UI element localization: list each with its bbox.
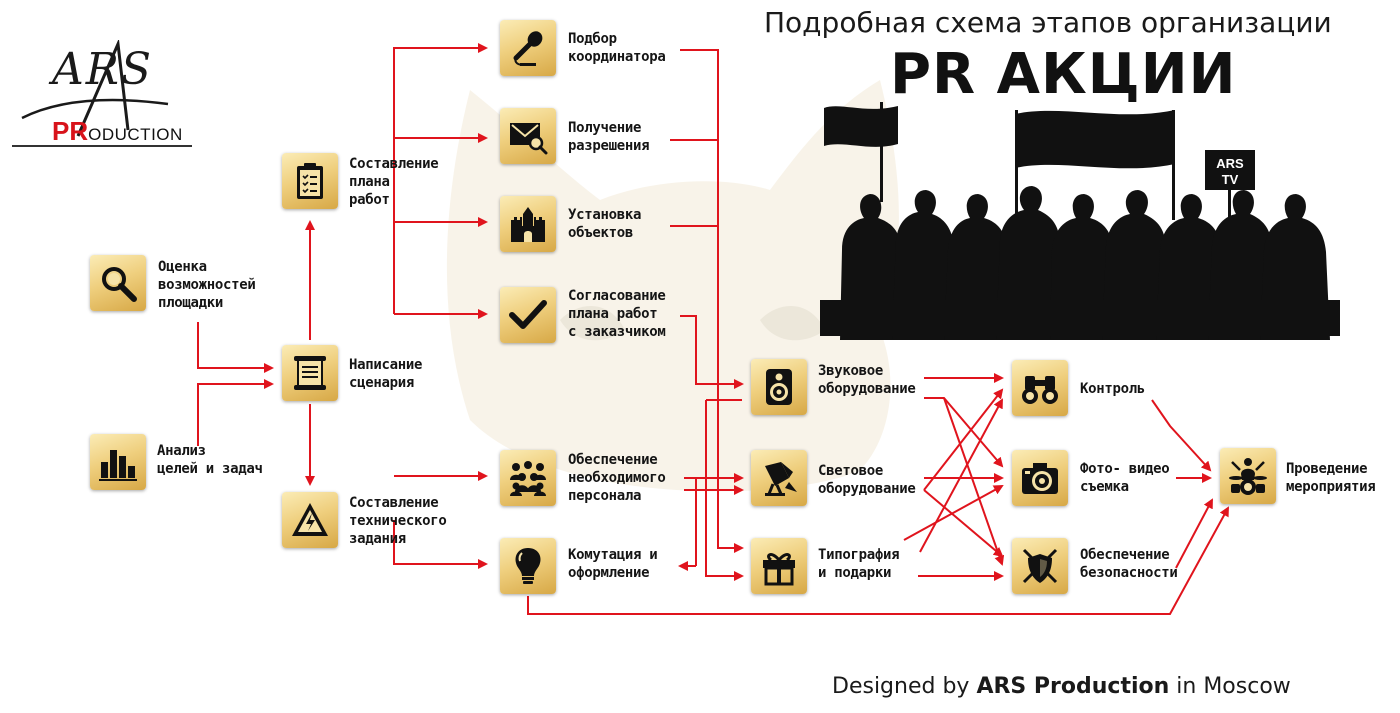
protest-crowd-silhouette: ARS TV (820, 102, 1340, 340)
arrow-trunk-main (680, 49, 744, 553)
arrow-tip-kontrol (919, 398, 1003, 553)
warning-icon (292, 503, 328, 536)
node-poluchenie (500, 108, 556, 164)
drummer-icon (1229, 458, 1267, 495)
logo-text: PRODUCTION (52, 116, 183, 147)
label-podbor: Подбор координатора (568, 31, 666, 65)
microphone-icon (513, 31, 543, 66)
node-soglasovanie (500, 287, 556, 343)
node-analiz (90, 434, 146, 490)
arrow-zvuk-bezopasnost (943, 397, 1005, 566)
scroll-icon (294, 356, 326, 390)
label-obespechenie-personala: Обеспечение необходимого персонала (568, 452, 666, 504)
arrow-zvuk-foto (924, 397, 1004, 468)
speaker-icon (766, 369, 792, 405)
label-svetovoe: Световое оборудование (818, 463, 916, 497)
shield-swords-icon (1022, 548, 1058, 584)
label-komutatsiya: Комутация и оформление (568, 547, 658, 581)
node-bezopasnost (1012, 538, 1068, 594)
clipboard-icon (297, 163, 323, 199)
logo-mark: ARS (52, 44, 154, 95)
gift-icon (763, 553, 795, 586)
arrow-svet-kontrol (923, 388, 1004, 491)
arrow-analiz-napisanie (197, 379, 274, 446)
node-zvukovoe (751, 359, 807, 415)
logo-swoosh-icon (21, 40, 169, 137)
sign-text-1: ARS (1216, 156, 1244, 171)
page-title: Подробная схема этапов организации (764, 6, 1332, 39)
sign-text-2: TV (1222, 172, 1239, 187)
label-bezopasnost: Обеспечение безопасности (1080, 547, 1178, 581)
castle-icon (511, 207, 545, 242)
envelope-icon (510, 123, 548, 155)
credit-line: Designed by ARS Production in Moscow (832, 674, 1291, 699)
label-sostavlenie-plana: Составление плана работ (349, 156, 439, 208)
binoculars-icon (1022, 376, 1058, 404)
node-sostavlenie-plana (282, 153, 338, 209)
label-provedenie: Проведение мероприятия (1286, 461, 1376, 495)
arrow-kontrol-provedenie (1151, 399, 1212, 472)
page-subtitle: PR АКЦИИ (890, 42, 1237, 107)
lightbulb-icon (515, 548, 541, 584)
label-poluchenie: Получение разрешения (568, 120, 650, 154)
node-tipografiya (751, 538, 807, 594)
label-kontrol: Контроль (1080, 381, 1146, 397)
node-otsenka (90, 255, 146, 311)
arrow-plan-podbor (393, 43, 488, 314)
arrow-svet-bezopasnost (923, 489, 1004, 558)
logo-rest: ODUCTION (88, 125, 183, 144)
logo-accent: PR (52, 116, 89, 146)
label-tipografiya: Типография и подарки (818, 547, 900, 581)
node-sostavlenie-tz (282, 492, 338, 548)
node-napisanie (282, 345, 338, 401)
label-foto: Фото- видео съемка (1080, 461, 1170, 495)
arrow-tz-komutatsiya (393, 520, 488, 569)
arrow-to-tipografiya (705, 400, 744, 581)
node-svetovoe (751, 450, 807, 506)
label-ustanovka: Установка объектов (568, 207, 642, 241)
node-obespechenie-personala (500, 450, 556, 506)
node-komutatsiya (500, 538, 556, 594)
label-zvukovoe: Звуковое оборудование (818, 363, 916, 397)
credit-suffix: in Moscow (1169, 674, 1291, 699)
magnifier-icon (102, 267, 137, 302)
arrow-otsenka-napisanie (197, 322, 274, 373)
spotlight-icon (765, 462, 797, 496)
label-otsenka: Оценка возможностей площадки (158, 259, 256, 311)
node-provedenie (1220, 448, 1276, 504)
credit-prefix: Designed by (832, 674, 977, 699)
label-sostavlenie-tz: Составление технического задания (349, 495, 447, 547)
credit-brand: ARS Production (976, 674, 1170, 699)
bar-chart-icon (99, 450, 137, 481)
arrow-komutatsiya-provedenie (527, 506, 1229, 615)
logo-underline (12, 145, 192, 147)
label-soglasovanie: Согласование плана работ с заказчиком (568, 288, 666, 340)
node-ustanovka (500, 196, 556, 252)
arrow-soglasovanie-zvuk (680, 315, 744, 389)
crowd-icon (510, 461, 546, 496)
camera-icon (1022, 463, 1058, 494)
label-analiz: Анализ целей и задач (157, 443, 263, 477)
arrow-tip-foto (903, 485, 1004, 541)
label-napisanie: Написание сценария (349, 357, 423, 391)
node-foto (1012, 450, 1068, 506)
checkmark-icon (509, 300, 547, 329)
arrow-bezopasnost-provedenie (1175, 498, 1213, 569)
node-podbor (500, 20, 556, 76)
node-kontrol (1012, 360, 1068, 416)
